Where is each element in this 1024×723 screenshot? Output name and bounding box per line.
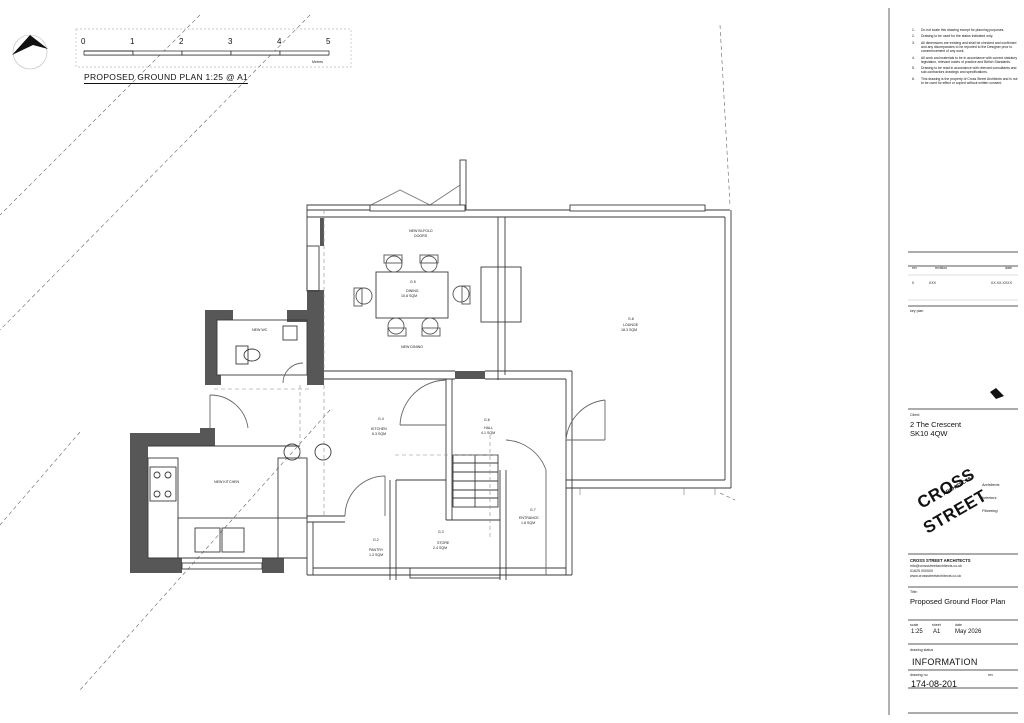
lounge-area: 18.3 SQM bbox=[621, 328, 638, 332]
drawing-number: 174-08-201 bbox=[911, 679, 958, 689]
scale-bar bbox=[75, 28, 352, 68]
dining-code: G.5 bbox=[410, 280, 416, 284]
firm-name: CROSS STREET ARCHITECTS bbox=[910, 558, 971, 563]
drawing-number-label: drawing no bbox=[910, 673, 928, 677]
client-label: Client: bbox=[910, 413, 921, 417]
drawing-status: INFORMATION bbox=[912, 657, 978, 667]
kitchen-name: KITCHEN bbox=[371, 427, 387, 431]
general-notes: 1.Do not scale this drawing except for p… bbox=[912, 28, 1018, 87]
rev-label: rev bbox=[988, 673, 993, 677]
store-area: 2.4 SQM bbox=[433, 546, 448, 550]
dimension-marks bbox=[579, 488, 716, 495]
scale-tick-4: 4 bbox=[277, 37, 282, 46]
cross-street-logo: CROSS ARCHITECTS STREET bbox=[914, 464, 991, 538]
pantry-area: 1.3 SQM bbox=[369, 553, 384, 557]
lounge-code: G.8 bbox=[628, 317, 634, 321]
client-address-1: 2 The Crescent bbox=[910, 420, 962, 429]
new-dining-label: NEW DINING bbox=[401, 345, 423, 349]
pantry-name: PANTRY bbox=[369, 548, 384, 552]
status-label: drawing status bbox=[910, 648, 934, 652]
hall-name: HALL bbox=[484, 426, 493, 430]
firm-line-3: www.crossstreetarchitects.co.uk bbox=[910, 574, 962, 578]
key-plan-arrow-icon bbox=[990, 388, 1004, 399]
client-address-2: SK10 4QW bbox=[910, 429, 948, 438]
firm-line-1: info@crossstreetarchitects.co.uk bbox=[910, 564, 962, 568]
new-wc-label: NEW WC bbox=[252, 328, 268, 332]
note-item: 1.Do not scale this drawing except for p… bbox=[912, 28, 1005, 32]
pantry-code: G.2 bbox=[373, 538, 379, 542]
tagline-interiors: Interiors bbox=[982, 495, 997, 500]
plan-title: PROPOSED GROUND PLAN 1:25 @ A1 bbox=[84, 72, 249, 84]
title-block-frame bbox=[888, 8, 1018, 715]
entrance-area: 1.8 SQM bbox=[521, 521, 536, 525]
tagline-architects: Architects bbox=[982, 482, 1000, 487]
scale-tick-5: 5 bbox=[326, 37, 331, 46]
scale-tick-0: 0 bbox=[81, 37, 86, 46]
dining-name: DINING bbox=[406, 289, 419, 293]
dining-area: 10.8 SQM bbox=[401, 294, 418, 298]
scale-tick-3: 3 bbox=[228, 37, 233, 46]
entrance-code: G.7 bbox=[530, 508, 536, 512]
revision-table-header: rev revision date bbox=[912, 266, 1012, 270]
revision-row: 0 XXX XX.XX.XXXX bbox=[912, 281, 1012, 285]
lounge-name: LOUNGE bbox=[623, 323, 639, 327]
firm-line-2: 01625 000000 bbox=[910, 569, 933, 573]
kitchen-area: 6.3 SQM bbox=[372, 432, 387, 436]
store-name: STORE bbox=[437, 541, 450, 545]
key-plan-label: key plan bbox=[910, 309, 924, 313]
solid-walls bbox=[130, 218, 485, 573]
scale-tick-2: 2 bbox=[179, 37, 184, 46]
bifold-label-2: DOORS bbox=[414, 234, 428, 238]
title-label: Title: bbox=[910, 590, 918, 594]
date-meta-label: date bbox=[955, 623, 962, 627]
north-arrow-icon bbox=[12, 34, 48, 70]
drawing-title: Proposed Ground Floor Plan bbox=[910, 597, 1006, 606]
scale-unit: Metres bbox=[312, 60, 323, 64]
new-kitchen-label: NEW KITCHEN bbox=[214, 480, 240, 484]
hall-area: 4.1 SQM bbox=[481, 431, 496, 435]
store-code: G.3 bbox=[438, 530, 444, 534]
scale-meta-label: scale bbox=[910, 623, 919, 627]
scale-value: 1:25 bbox=[911, 629, 923, 635]
bifold-label-1: NEW BI-FOLD bbox=[409, 229, 433, 233]
sheet-value: A1 bbox=[933, 629, 941, 635]
site-boundary-lines bbox=[0, 14, 736, 691]
kitchen-code: G.4 bbox=[378, 417, 384, 421]
title-block-dividers bbox=[908, 274, 1018, 301]
sheet-meta-label: sheet bbox=[932, 623, 941, 627]
entrance-name: ENTRANCE bbox=[519, 516, 539, 520]
note-item: 3.All dimensions are existing and shall … bbox=[912, 40, 1017, 54]
note-item: 5.Drawing to be read in accordance with … bbox=[912, 66, 1017, 75]
note-item: 6.This drawing is the property of Cross … bbox=[912, 76, 1018, 85]
hall-code: G.6 bbox=[484, 418, 490, 422]
date-value: May 2026 bbox=[955, 629, 982, 635]
removed-wall-lines bbox=[214, 210, 500, 540]
scale-tick-1: 1 bbox=[130, 37, 135, 46]
note-item: 4.All work and materials to be in accord… bbox=[912, 55, 1018, 64]
note-item: 2.Drawing to be used for the status indi… bbox=[912, 34, 994, 39]
tagline-planning: Planning bbox=[982, 508, 998, 513]
wall-outlines bbox=[147, 159, 732, 580]
